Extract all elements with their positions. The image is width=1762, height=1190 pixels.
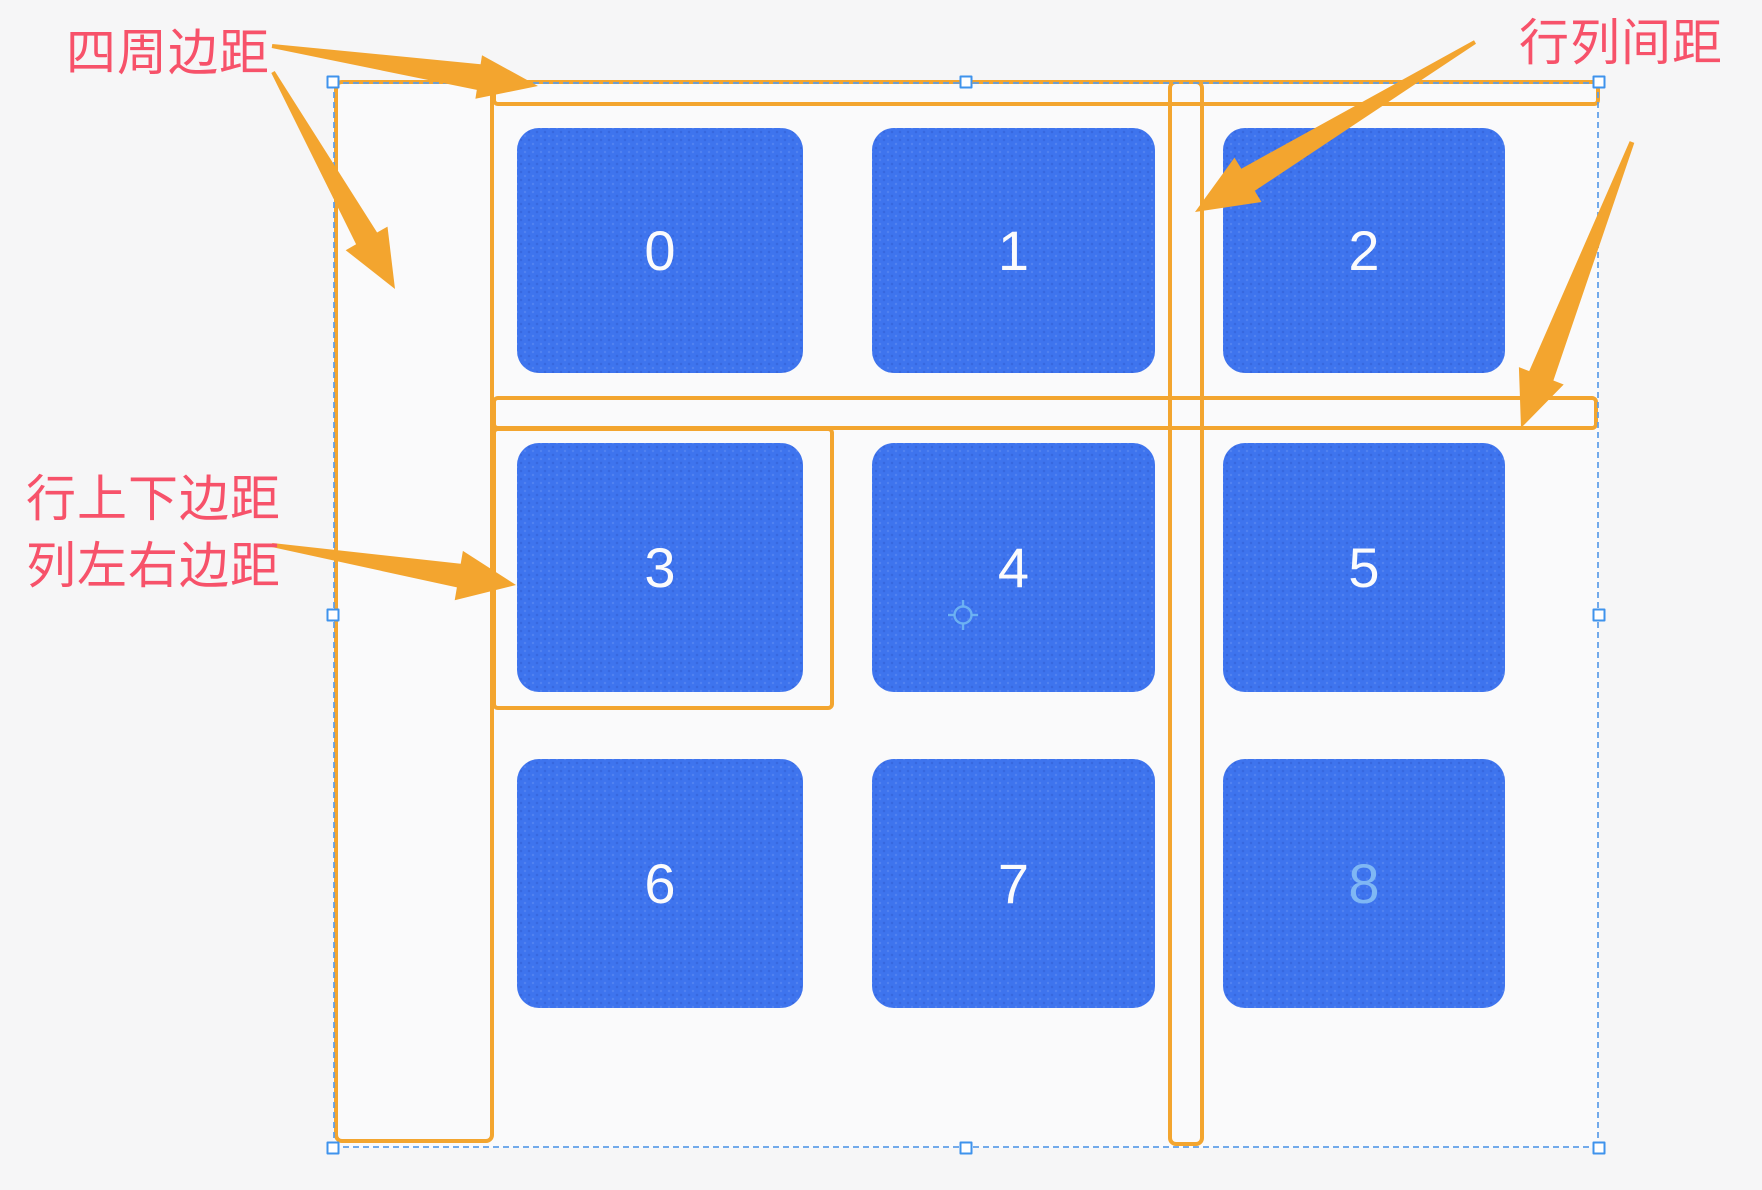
selection-handle-nw[interactable] (326, 75, 340, 89)
highlight-cell3-item-margins (492, 427, 834, 710)
grid-cell-0[interactable]: 0 (517, 128, 803, 373)
grid-cell-6[interactable]: 6 (517, 759, 803, 1008)
label-row-margin: 行上下边距 (26, 471, 281, 527)
label-row-col-gap: 行列间距 (1519, 15, 1723, 71)
selection-handle-w[interactable] (326, 608, 340, 622)
highlight-left-margin-rect (334, 80, 494, 1143)
selection-handle-n[interactable] (959, 75, 973, 89)
grid-cell-4[interactable]: 4 (872, 443, 1155, 692)
label-col-margin: 列左右边距 (26, 538, 281, 594)
cell-label: 2 (1348, 218, 1380, 282)
cell-label: 8 (1348, 851, 1380, 915)
highlight-top-margin-bar (492, 80, 1600, 106)
grid-cell-8[interactable]: 8 (1223, 759, 1505, 1008)
cell-label: 0 (644, 218, 676, 282)
grid-cell-1[interactable]: 1 (872, 128, 1155, 373)
cell-label: 1 (997, 218, 1030, 282)
selection-handle-s[interactable] (959, 1141, 973, 1155)
cell-label: 4 (997, 535, 1030, 599)
label-item-margins: 行上下边距 列左右边距 (26, 466, 281, 600)
selection-handle-e[interactable] (1592, 608, 1606, 622)
grid-cell-7[interactable]: 7 (872, 759, 1155, 1008)
selection-handle-sw[interactable] (326, 1141, 340, 1155)
grid-cell-3[interactable]: 3 (517, 443, 803, 692)
selection-handle-se[interactable] (1592, 1141, 1606, 1155)
cell-label: 5 (1348, 535, 1380, 599)
label-surrounding-margin: 四周边距 (66, 25, 270, 81)
grid-cell-2[interactable]: 2 (1223, 128, 1505, 373)
highlight-row-gap-bar (492, 396, 1598, 430)
grid-cell-5[interactable]: 5 (1223, 443, 1505, 692)
cell-label: 6 (644, 851, 676, 915)
cell-label: 3 (644, 535, 676, 599)
selection-handle-ne[interactable] (1592, 75, 1606, 89)
highlight-column-gap-bar (1168, 80, 1204, 1146)
cell-label: 7 (997, 851, 1030, 915)
